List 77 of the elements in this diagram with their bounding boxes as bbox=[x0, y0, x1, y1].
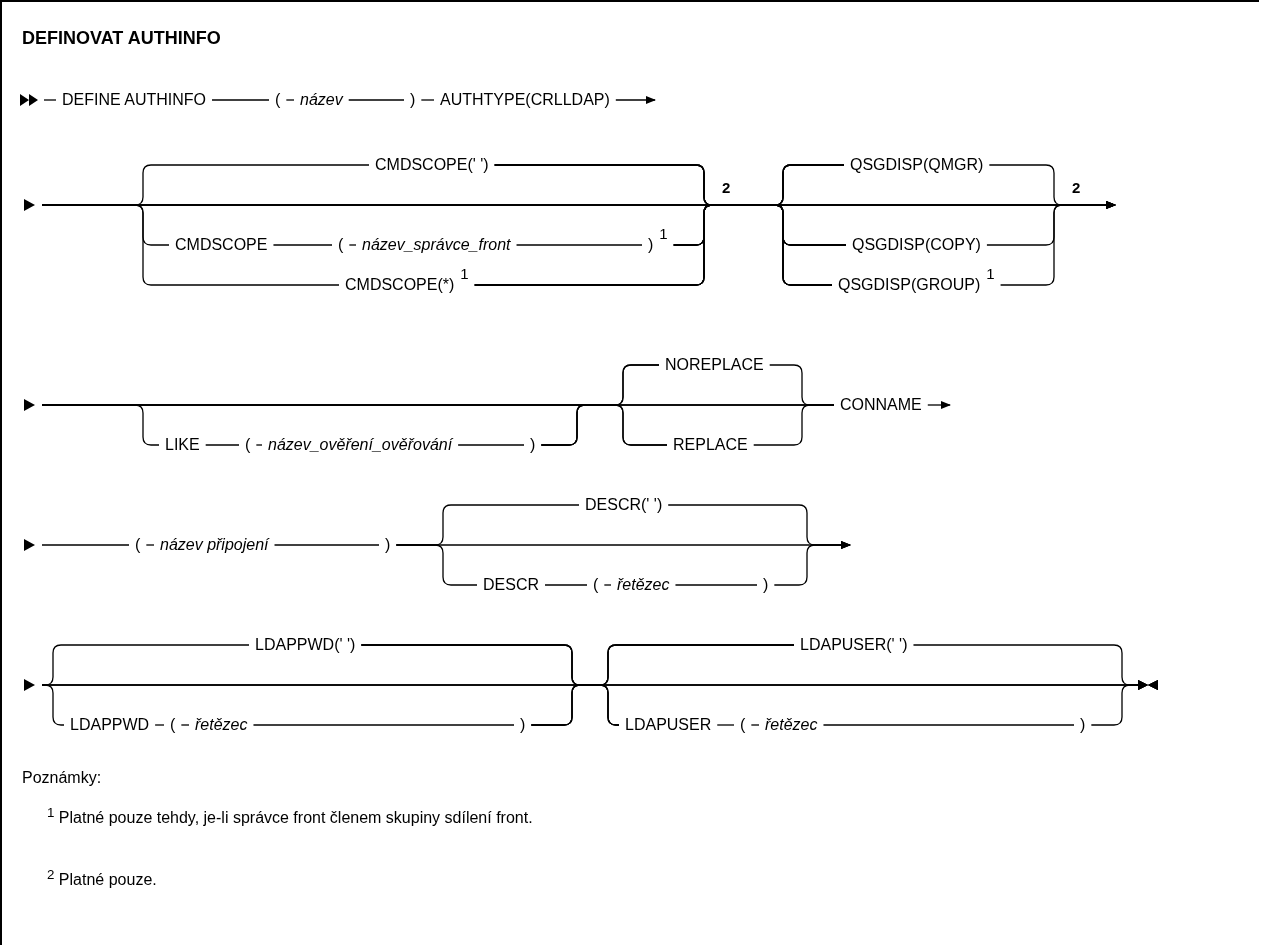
diagram-title: DEFINOVAT AUTHINFO bbox=[22, 28, 221, 49]
syntax-line bbox=[43, 99, 57, 101]
footnote-mark: 1 bbox=[659, 226, 668, 242]
keyword: LIKE bbox=[165, 435, 200, 455]
keyword: DEFINE AUTHINFO bbox=[62, 90, 206, 110]
syntax-line bbox=[674, 584, 758, 586]
note-reference: 2 bbox=[722, 180, 731, 196]
parenthesis: ) bbox=[385, 535, 391, 555]
syntax-line bbox=[348, 244, 357, 246]
syntax-line bbox=[999, 200, 1117, 286]
parenthesis: ( bbox=[593, 575, 599, 595]
parenthesis: ) bbox=[530, 435, 536, 455]
syntax-line bbox=[154, 724, 165, 726]
syntax-line bbox=[544, 584, 588, 586]
note-reference: 2 bbox=[1072, 180, 1081, 196]
syntax-line bbox=[603, 584, 612, 586]
notes-heading: Poznámky: bbox=[22, 768, 102, 788]
keyword: LDAPPWD bbox=[70, 715, 150, 735]
keyword: CMDSCOPE(' ') bbox=[375, 155, 489, 175]
keyword: LDAPPWD(' ') bbox=[255, 635, 356, 655]
variable-name: řetězec bbox=[195, 715, 248, 735]
footnote-text: $^{2}$ Platné pouze. bbox=[47, 866, 158, 891]
variable-name: řetězec bbox=[617, 575, 670, 595]
keyword: LDAPUSER(' ') bbox=[800, 635, 908, 655]
variable-name: název_ověření_ověřování bbox=[268, 435, 453, 455]
syntax-line bbox=[348, 99, 405, 101]
syntax-line bbox=[255, 444, 263, 446]
syntax-line bbox=[272, 244, 333, 246]
keyword: REPLACE bbox=[673, 435, 748, 455]
keyword: DESCR bbox=[483, 575, 539, 595]
parenthesis: ( bbox=[740, 715, 746, 735]
syntax-line bbox=[615, 95, 657, 105]
keyword: DESCR(' ') bbox=[585, 495, 663, 515]
variable-name: řetězec bbox=[765, 715, 818, 735]
keyword: AUTHTYPE(CRLLDAP) bbox=[440, 90, 610, 110]
syntax-line bbox=[273, 544, 380, 546]
variable-name: název_správce_front bbox=[362, 235, 511, 255]
keyword: QSGDISP(GROUP) bbox=[838, 275, 981, 295]
syntax-line bbox=[420, 99, 435, 101]
parenthesis: ) bbox=[1080, 715, 1086, 735]
parenthesis: ) bbox=[648, 235, 654, 255]
syntax-line bbox=[773, 540, 852, 586]
parenthesis: ( bbox=[275, 90, 281, 110]
syntax-line bbox=[145, 544, 155, 546]
parenthesis: ) bbox=[410, 90, 416, 110]
parenthesis: ( bbox=[135, 535, 141, 555]
keyword: NOREPLACE bbox=[665, 355, 764, 375]
parenthesis: ( bbox=[245, 435, 251, 455]
syntax-line bbox=[211, 99, 270, 101]
syntax-line bbox=[180, 724, 190, 726]
syntax-line bbox=[927, 400, 952, 410]
footnote-mark: 1 bbox=[460, 266, 469, 282]
variable-name: název bbox=[300, 90, 343, 110]
syntax-line bbox=[41, 544, 130, 546]
variable-name: název připojení bbox=[160, 535, 269, 555]
syntax-line bbox=[716, 724, 735, 726]
syntax-line bbox=[1090, 680, 1158, 726]
keyword: LDAPUSER bbox=[625, 715, 712, 735]
parenthesis: ) bbox=[763, 575, 769, 595]
parenthesis: ( bbox=[338, 235, 344, 255]
keyword: QSGDISP(COPY) bbox=[852, 235, 981, 255]
syntax-line bbox=[750, 724, 760, 726]
parenthesis: ) bbox=[520, 715, 526, 735]
footnote-text: $^{1}$ Platné pouze tehdy, je-li správce front členem skupiny sdílení front. bbox=[47, 804, 534, 829]
keyword: CONNAME bbox=[840, 395, 922, 415]
syntax-line bbox=[515, 244, 643, 246]
syntax-line bbox=[252, 724, 515, 726]
syntax-line bbox=[285, 99, 295, 101]
parenthesis: ( bbox=[170, 715, 176, 735]
keyword: CMDSCOPE(*) bbox=[345, 275, 455, 295]
syntax-line bbox=[205, 444, 240, 446]
syntax-line bbox=[753, 404, 835, 446]
keyword: QSGDISP(QMGR) bbox=[850, 155, 984, 175]
keyword: CMDSCOPE bbox=[175, 235, 268, 255]
syntax-line bbox=[822, 724, 1075, 726]
footnote-mark: 1 bbox=[986, 266, 995, 282]
syntax-line bbox=[457, 444, 525, 446]
